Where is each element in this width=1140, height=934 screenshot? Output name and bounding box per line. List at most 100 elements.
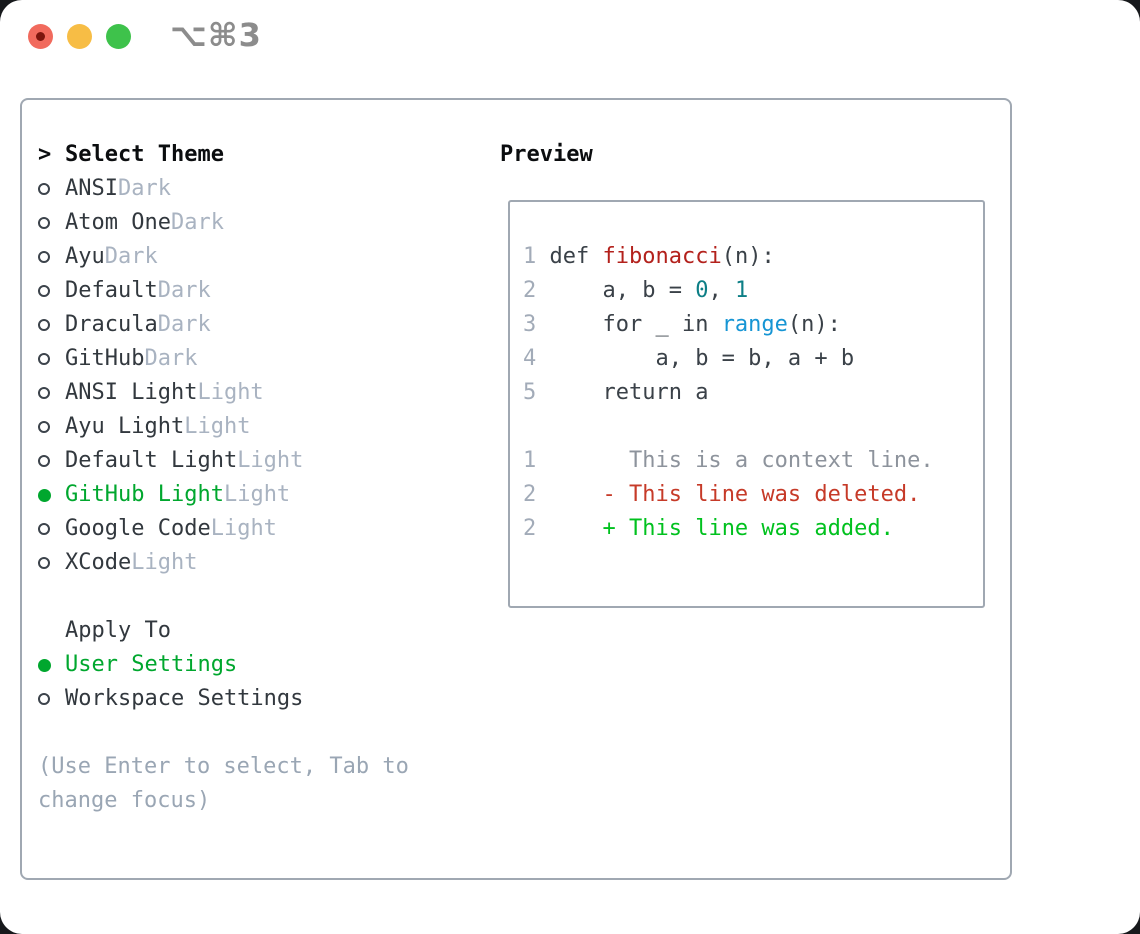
theme-picker: > Select Theme ANSI Dark Atom One Dark A… [38,138,488,818]
theme-list: ANSI Dark Atom One Dark Ayu Dark Default… [38,172,488,580]
code-token: 4 [523,346,537,371]
radio-icon [38,658,51,672]
apply-to-option[interactable]: Workspace Settings [38,682,488,716]
code-token: - This line was deleted. [602,482,921,507]
code-line: 4 a, b = b, a + b [523,342,983,376]
apply-to-list: User Settings Workspace Settings [38,648,488,716]
theme-variant: Dark [170,210,224,235]
theme-name: Ayu [65,244,105,269]
code-token: def [536,244,603,269]
prompt-icon: > [38,142,52,167]
code-line [523,410,983,444]
radio-icon [38,557,50,569]
code-token: return a [536,380,709,405]
theme-variant: Light [210,516,277,541]
theme-list-item[interactable]: GitHub Light Light [38,478,488,512]
code-line: 1 This is a context line. [523,444,983,478]
code-token: 1 [734,278,749,303]
theme-list-item[interactable]: Google Code Light [38,512,488,546]
theme-variant: Dark [104,244,158,269]
code-token: a, b = [536,278,696,303]
minimize-button[interactable] [67,24,92,49]
radio-icon [38,421,50,433]
radio-icon [38,217,50,229]
preview-pane: 1 def fibonacci(n): 2 a, b = 0, 1 3 for … [508,200,985,608]
spacer [38,580,488,614]
code-token [536,482,602,507]
code-token: 2 [523,516,537,541]
code-token: 2 [523,278,537,303]
theme-variant: Light [237,448,304,473]
code-line: 1 def fibonacci(n): [523,240,983,274]
radio-icon [38,455,50,467]
theme-picker-header: > Select Theme [38,138,488,172]
radio-icon [38,488,51,502]
radio-icon [38,251,50,263]
apply-to-label: Workspace Settings [65,686,304,711]
theme-dialog: > Select Theme ANSI Dark Atom One Dark A… [20,98,1012,880]
theme-name: ANSI [65,176,118,201]
theme-variant: Dark [117,176,171,201]
theme-list-item[interactable]: Default Light Light [38,444,488,478]
apply-to-option[interactable]: User Settings [38,648,488,682]
hint-line: change focus) [38,788,211,813]
radio-icon [38,319,50,331]
theme-list-item[interactable]: XCode Light [38,546,488,580]
theme-list-item[interactable]: Default Dark [38,274,488,308]
theme-variant: Dark [144,346,198,371]
theme-name: Default Light [65,448,238,473]
theme-variant: Dark [157,312,211,337]
theme-name: GitHub Light [65,482,224,507]
theme-name: GitHub [65,346,145,371]
theme-variant: Light [223,482,291,507]
code-token: fibonacci [602,244,722,269]
apply-to-title: Apply To [65,618,171,643]
theme-list-item[interactable]: Dracula Dark [38,308,488,342]
radio-icon [38,285,50,297]
theme-list-item[interactable]: Atom One Dark [38,206,488,240]
code-line: 2 a, b = 0, 1 [523,274,983,308]
code-token [536,516,602,541]
theme-name: ANSI Light [65,380,198,405]
hint-line: (Use Enter to select, Tab to [38,754,409,779]
spacer [38,716,488,750]
code-token: a, b = b, a + b [536,346,855,371]
radio-icon [38,693,50,705]
code-token: + This line was added. [602,516,894,541]
code-token: 5 [523,380,537,405]
theme-variant: Light [184,414,251,439]
code-token: (n): [787,312,841,337]
code-token: (n): [721,244,775,269]
theme-name: Default [65,278,158,303]
theme-list-item[interactable]: ANSI Dark [38,172,488,206]
theme-variant: Light [131,550,198,575]
title-bar: ⌥⌘3 [0,0,1140,75]
preview-code: 1 def fibonacci(n): 2 a, b = 0, 1 3 for … [523,240,983,546]
zoom-button[interactable] [106,24,131,49]
code-token: , [708,278,735,303]
theme-list-item[interactable]: Ayu Light Light [38,410,488,444]
code-token: 1 [523,448,537,473]
window-title: ⌥⌘3 [170,16,262,54]
theme-list-item[interactable]: GitHub Dark [38,342,488,376]
code-token: range [721,312,788,337]
code-token: This is a context line. [536,448,934,473]
code-line: 3 for _ in range(n): [523,308,983,342]
theme-name: XCode [65,550,132,575]
theme-name: Google Code [65,516,211,541]
close-button[interactable] [28,24,53,49]
code-token: 3 [523,312,537,337]
apply-to-label: User Settings [65,652,238,677]
code-line: 2 - This line was deleted. [523,478,983,512]
preview-title: Preview [500,142,593,167]
theme-name: Ayu Light [65,414,185,439]
code-token: 0 [695,278,709,303]
radio-icon [38,353,50,365]
theme-list-item[interactable]: Ayu Dark [38,240,488,274]
code-token: 1 [523,244,537,269]
apply-to-header: Apply To [38,614,488,648]
code-token: 2 [523,482,537,507]
theme-variant: Light [197,380,264,405]
radio-icon [38,387,50,399]
theme-list-item[interactable]: ANSI Light Light [38,376,488,410]
